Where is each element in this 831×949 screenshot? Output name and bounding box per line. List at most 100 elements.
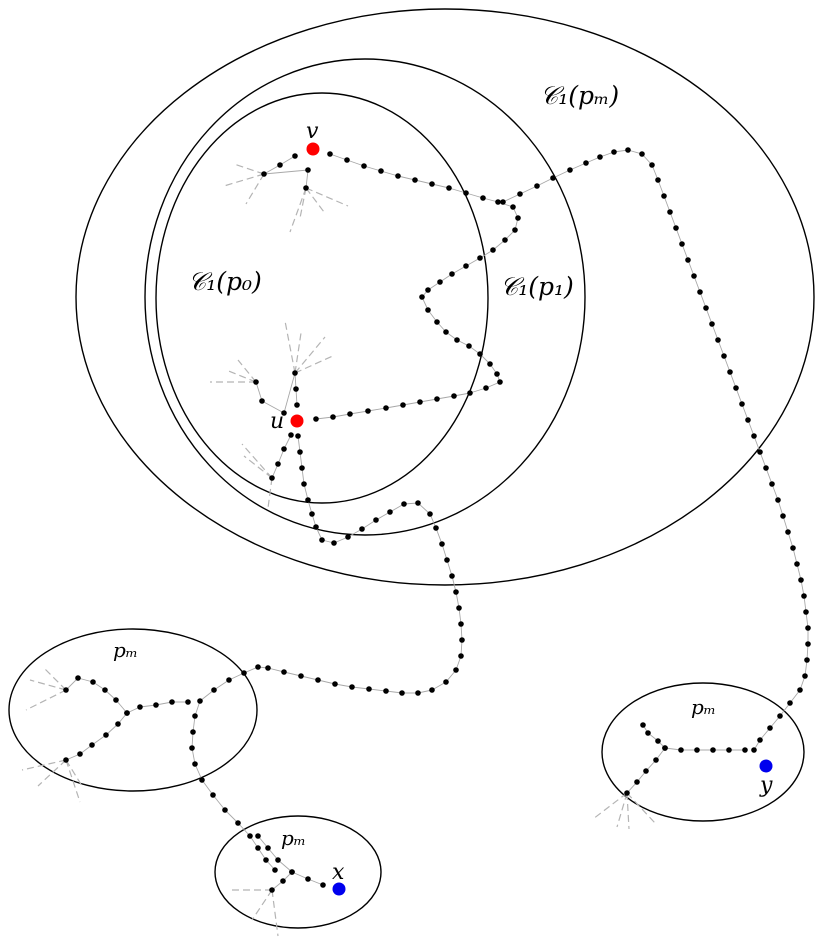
path-v-to-y-dot [801,593,807,599]
branch-u-up-dot [293,386,299,392]
path-v-to-u-dot [434,396,440,402]
branch-u-up-dot [294,402,300,408]
path-v-to-u-dot [434,319,440,325]
path-u-to-pm-dot [263,857,269,863]
stubs-u-up [294,336,326,374]
path-v-to-y-dot [567,167,573,173]
path-u-to-pm-dot [387,509,393,515]
path-v-to-u-dot [449,271,455,277]
branch-u-up-dot [259,398,265,404]
path-u-to-pm-dot [415,690,421,696]
tree-right-b-dot [653,757,659,763]
path-v-to-y-dot [625,147,631,153]
stubs-right [616,792,628,828]
tree-right-b-dot [624,790,630,796]
tree-right-a-dot [710,747,716,753]
path-v-to-y-dot [757,449,763,455]
path-v-to-u-dot [451,393,457,399]
path-v-to-y-dot [667,209,673,215]
path-u-to-pm-dot [349,684,355,690]
ellipse-c1-p0 [155,92,489,504]
path-v-to-u-dot [383,405,389,411]
tree-left-b-dot [90,679,96,685]
stubs-right [626,792,630,830]
path-v-to-y-dot [780,513,786,519]
stubs-v-right [305,187,325,213]
path-v-to-y-dot [534,183,540,189]
stubs-small [271,889,279,937]
path-u-to-pm-dot [189,745,195,751]
path-u-to-pm-dot [359,526,365,532]
path-dots [63,147,811,893]
ellipse-pm-small [214,815,382,929]
path-v-to-u-dot [515,215,521,221]
tree-small-b-dot [289,869,295,875]
path-v-to-y-dot [597,154,603,160]
tree-left-a-dot [115,721,121,727]
tree-right-b-dot [662,745,668,751]
path-u-to-pm-dot [319,537,325,543]
tree-small-b-dot [269,887,275,893]
path-v-to-u-dot [417,399,423,405]
stubs-u-up [284,320,296,374]
stubs-u-up [294,332,302,374]
path-v-to-u-dot [477,255,483,261]
tree-left-b-dot [113,697,119,703]
path-v-to-u-dot [467,390,473,396]
path-v-to-u-dot [446,185,452,191]
label-c1-pm: 𝒞₁(pₘ) [540,81,619,110]
stubs-u-down [241,443,273,479]
vertex-u [290,414,304,428]
path-v-to-u-dot [429,181,435,187]
connecting-paths [65,149,809,891]
path-u-to-pm-dot [458,653,464,659]
path-u-to-pm-dot [453,589,459,595]
path-u-to-pm-dot [313,524,319,530]
tree-right-b-dot [643,768,649,774]
path-v-to-u-dot [463,190,469,196]
tree-right-a-dot [726,747,732,753]
tree-left-a-dot [103,732,109,738]
branch-v-dot [292,153,298,159]
path-v-to-u-dot [502,237,508,243]
path-u-to-pm-dot [439,541,445,547]
tree-small-dot [305,876,311,882]
tree-left-a-dot [169,699,175,705]
path-v-to-u-dot [480,195,486,201]
stubs-left-b [65,759,83,787]
path-v-to-y-dot [805,625,811,631]
path-v-to-y-dot [703,305,709,311]
path-v-to-u-dot [395,173,401,179]
vertex-v [306,142,320,156]
path-v-to-y-dot [769,481,775,487]
path-v-to-y-dot [785,529,791,535]
path-v-to-u-dot [419,294,425,300]
path-v-to-u-dot [400,402,406,408]
path-u-to-pm-dot [427,511,433,517]
path-u-to-pm-dot [192,761,198,767]
tree-small-dot [320,882,326,888]
tree-small-b-dot [280,878,286,884]
stubs-u-down [267,477,273,509]
branch-u-down [271,434,292,479]
stubs-right [592,792,628,820]
branch-v [263,155,309,189]
tree-left-a-dot [153,702,159,708]
branch-u-down-dot [275,461,281,467]
branch-v-dot [305,167,311,173]
path-v-to-u-dot [443,329,449,335]
label-v: v [306,119,319,144]
path-v-to-y-dot [763,465,769,471]
ellipse-pm-right [601,682,805,822]
tree-small-dot [275,857,281,863]
tree-left-a-dot [137,704,143,710]
branch-u-up-dot [292,370,298,376]
path-u-to-pm-dot [226,677,232,683]
stubs-v-right [305,187,349,207]
path-v-to-y-dot [500,199,506,205]
branch-u-down-dot [281,446,287,452]
stubs-left-b [37,759,67,787]
path-u-to-pm-dot [297,449,303,455]
branch-v-dot [261,171,267,177]
